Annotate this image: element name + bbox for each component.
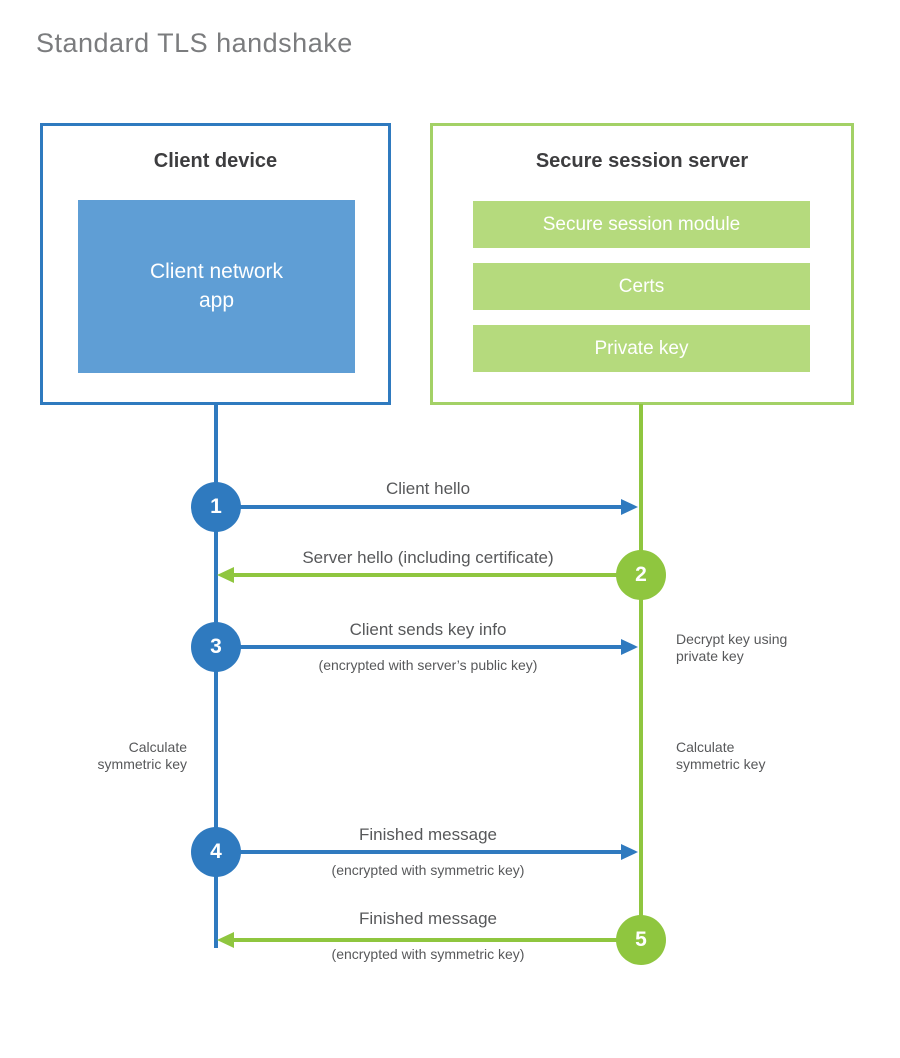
- server-module-certs: Certs: [473, 263, 810, 310]
- page-title: Standard TLS handshake: [36, 28, 353, 58]
- arrow-client-hello: [216, 505, 622, 509]
- arrow-finished-client: [216, 850, 622, 854]
- server-module-label: Certs: [618, 275, 665, 297]
- step-4-badge: 4: [191, 827, 241, 877]
- message-client-key-info-note: (encrypted with server’s public key): [318, 657, 538, 673]
- step-3-badge: 3: [191, 622, 241, 672]
- note-calculate-symmetric-key-client: Calculate symmetric key: [97, 739, 187, 772]
- message-finished-client: Finished message: [359, 825, 497, 844]
- step-1-badge: 1: [191, 482, 241, 532]
- arrow-server-hello: [234, 573, 641, 577]
- secure-session-server-box: Secure session server Secure session mod…: [430, 123, 854, 405]
- arrow-client-key-info: [216, 645, 622, 649]
- message-finished-server: Finished message: [359, 909, 497, 928]
- client-device-title: Client device: [153, 150, 278, 172]
- arrow-right-icon: [621, 499, 638, 515]
- server-module-secure-session-module: Secure session module: [473, 201, 810, 248]
- message-client-hello: Client hello: [385, 479, 471, 498]
- client-device-box: Client device Client network app: [40, 123, 391, 405]
- message-server-hello: Server hello (including certificate): [302, 548, 554, 567]
- message-finished-client-note: (encrypted with symmetric key): [331, 862, 525, 878]
- server-module-private-key: Private key: [473, 325, 810, 372]
- step-2-badge: 2: [616, 550, 666, 600]
- arrow-left-icon: [217, 567, 234, 583]
- arrow-right-icon: [621, 639, 638, 655]
- arrow-finished-server: [234, 938, 641, 942]
- server-module-label: Private key: [594, 337, 689, 359]
- server-module-label: Secure session module: [542, 213, 741, 235]
- arrow-right-icon: [621, 844, 638, 860]
- note-calculate-symmetric-key-server: Calculate symmetric key: [676, 739, 766, 772]
- message-client-key-info: Client sends key info: [349, 620, 507, 639]
- server-lifeline: [639, 404, 643, 940]
- arrow-left-icon: [217, 932, 234, 948]
- message-finished-server-note: (encrypted with symmetric key): [331, 946, 525, 962]
- client-network-app-label: Client network app: [149, 260, 284, 312]
- client-lifeline: [214, 404, 218, 948]
- client-network-app-box: Client network app: [78, 200, 355, 373]
- secure-session-server-title: Secure session server: [535, 150, 749, 172]
- step-5-badge: 5: [616, 915, 666, 965]
- note-decrypt-key: Decrypt key using private key: [676, 631, 788, 664]
